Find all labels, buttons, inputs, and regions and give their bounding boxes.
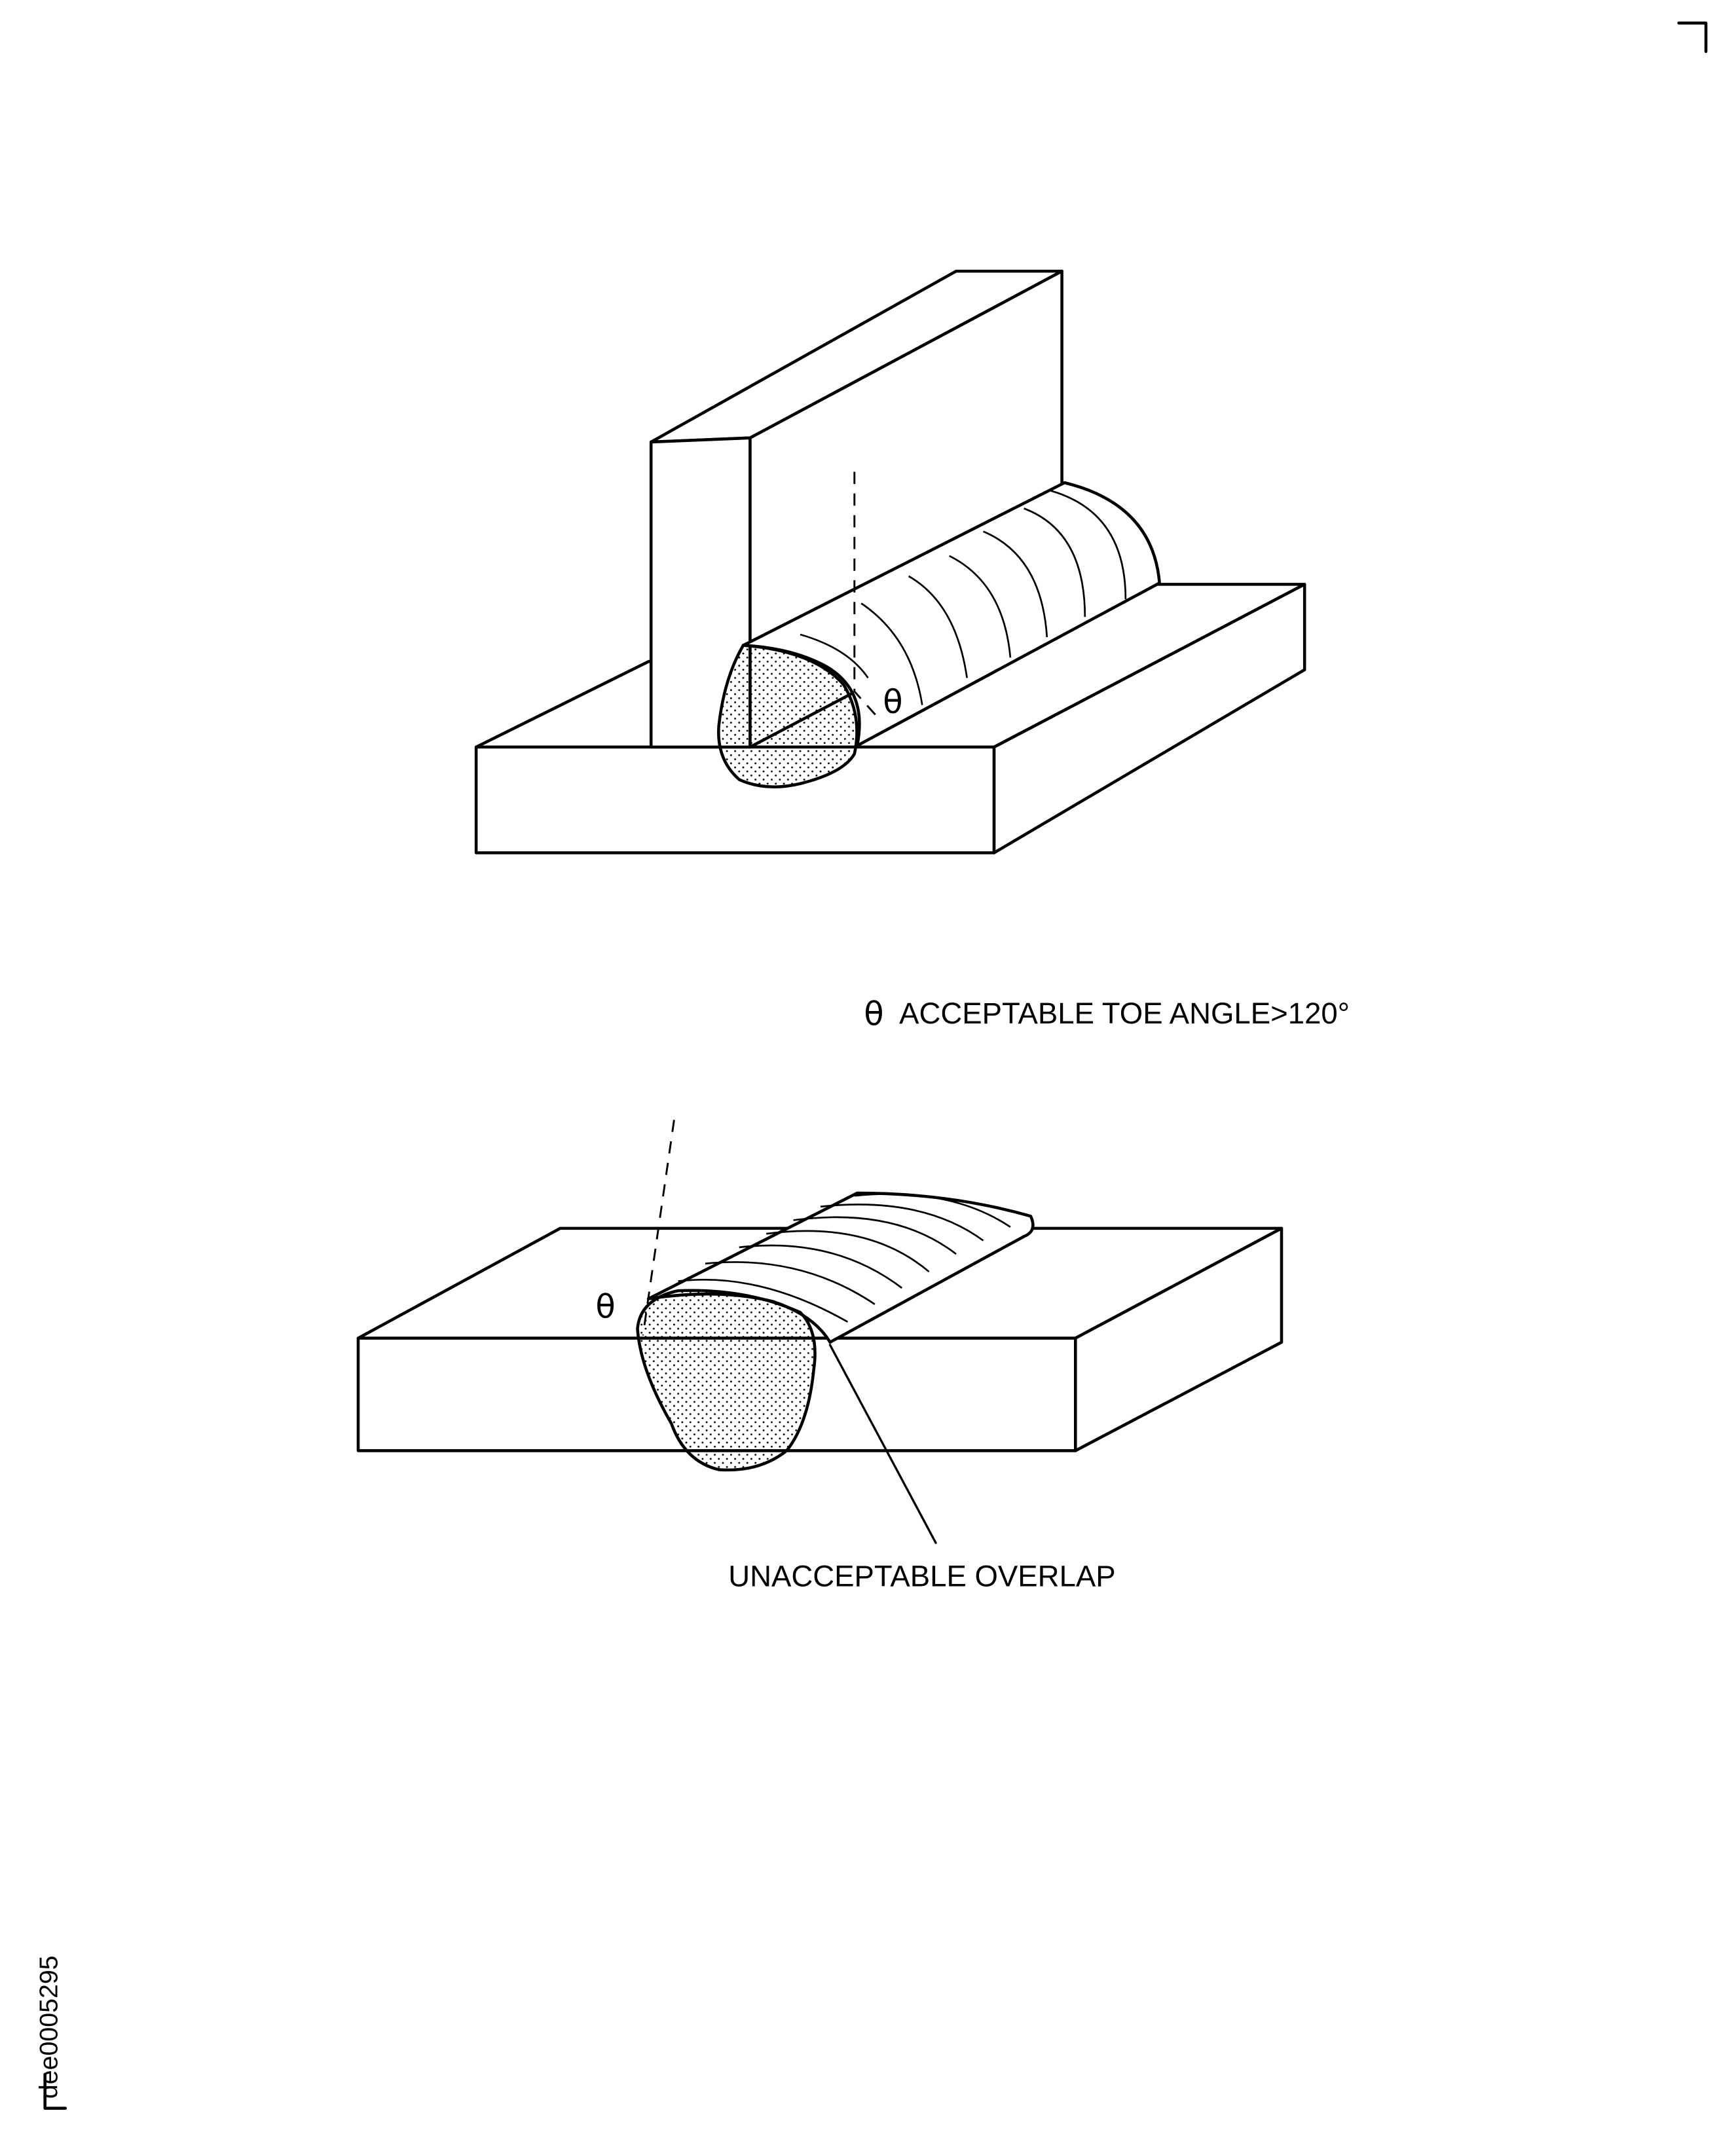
- toe-angle-reference-line: [642, 1120, 675, 1336]
- plate-side: [1074, 1226, 1284, 1452]
- figure-id-text: dee0005295: [34, 1955, 63, 2099]
- top-angle-label: θ: [883, 683, 902, 721]
- base-plate-side: [992, 583, 1306, 855]
- corner-mark: [1677, 21, 1708, 53]
- weld-cross-section: [636, 1289, 817, 1472]
- weld-cross-section: [717, 644, 859, 789]
- top-figure-tee-joint: θ: [474, 269, 1306, 855]
- bottom-figure-overlap: θ UNACCEPTABLE OVERLAP: [356, 1120, 1284, 1593]
- weld-ripples: [800, 490, 1127, 705]
- callout-text: UNACCEPTABLE OVERLAP: [728, 1560, 1115, 1593]
- bottom-angle-label: θ: [595, 1288, 615, 1326]
- legend-text: ACCEPTABLE TOE ANGLE>120°: [899, 997, 1350, 1030]
- figure-id: dee0005295: [34, 1955, 67, 2110]
- weld-ripples: [678, 1193, 1011, 1323]
- toe-angle-reference-line: [853, 471, 880, 720]
- legend-symbol: θ: [864, 995, 883, 1033]
- callout-leader: [828, 1344, 937, 1544]
- legend: θ ACCEPTABLE TOE ANGLE>120°: [864, 995, 1350, 1033]
